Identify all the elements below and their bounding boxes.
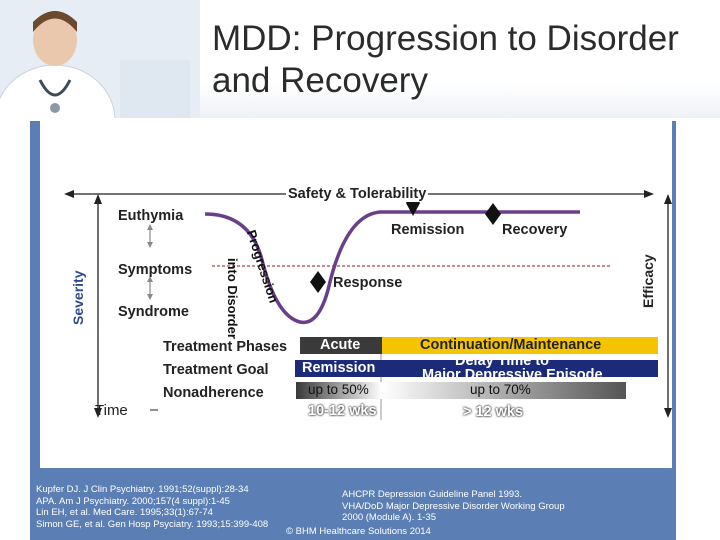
acute-band <box>300 337 382 354</box>
remission-label: Remission <box>391 222 465 238</box>
goal-remission-band <box>295 360 381 377</box>
continuation-label: Continuation/Maintenance <box>420 337 602 353</box>
reference-item: VHA/DoD Major Depressive Disorder Workin… <box>342 500 565 512</box>
syndrome-label: Syndrome <box>118 304 189 320</box>
nonadherence-cont-value: up to 70% <box>470 382 531 397</box>
safety-tolerability-label: Safety & Tolerability <box>286 186 429 202</box>
efficacy-label: Efficacy <box>640 254 656 308</box>
time-label: Time <box>95 402 128 419</box>
reference-item: Simon GE, et al. Gen Hosp Psyciatry. 199… <box>36 518 269 530</box>
reference-item: 2000 (Module A). 1-35 <box>342 512 437 523</box>
reference-item: AHCPR Depression Guideline Panel 1993. <box>342 489 523 500</box>
copyright: © BHM Healthcare Solutions 2014 <box>286 526 431 537</box>
references-left: Kupfer DJ. J Clin Psychiatry. 1991;52(su… <box>36 484 268 530</box>
duration-cont: > 12 wks <box>463 404 524 420</box>
treatment-goal-label: Treatment Goal <box>163 362 269 378</box>
duration-acute: 10-12 wks <box>308 403 377 419</box>
goal-remission-label: Remission <box>302 360 376 376</box>
diagram-canvas <box>40 120 672 468</box>
title-line-2: and Recovery <box>212 61 428 100</box>
severity-label: Severity <box>70 270 86 325</box>
recovery-diamond <box>485 203 501 225</box>
goal-delay-line-1: Delay Time to <box>455 353 550 369</box>
course-curve <box>204 210 580 325</box>
title-line-1: MDD: Progression to Disorder <box>212 19 679 58</box>
goal-delay-band <box>381 360 658 377</box>
response-diamond <box>310 271 326 293</box>
header: MDD: Progression to Disorder and Recover… <box>0 0 720 118</box>
recovery-label: Recovery <box>502 222 568 238</box>
symptoms-label: Symptoms <box>118 262 193 278</box>
nonadherence-cont-band <box>382 382 626 399</box>
continuation-band <box>382 337 658 354</box>
acute-label: Acute <box>320 337 361 353</box>
nonadherence-label: Nonadherence <box>163 385 264 401</box>
nonadherence-acute-band <box>296 382 382 399</box>
reference-item: APA. Am J Psychiatry. 2000;157(4 suppl):… <box>36 495 230 507</box>
into-disorder-label: into Disorder <box>225 258 240 339</box>
reference-item: Kupfer DJ. J Clin Psychiatry. 1991;52(su… <box>36 484 249 495</box>
euthymia-label: Euthymia <box>118 208 184 224</box>
references-right: AHCPR Depression Guideline Panel 1993. V… <box>342 489 565 524</box>
efficacy-arrow-top-head <box>664 194 672 204</box>
treatment-phases-label: Treatment Phases <box>163 339 288 355</box>
top-arrow-right-head <box>644 190 654 198</box>
severity-arrow-top-head <box>94 194 102 204</box>
page-title: MDD: Progression to Disorder and Recover… <box>212 18 679 102</box>
response-label: Response <box>333 275 403 291</box>
reference-item: Lin EH, et al. Med Care. 1995;33(1):67-7… <box>36 507 213 518</box>
top-arrow-left-head <box>64 190 74 198</box>
efficacy-arrow-bottom-head <box>664 408 672 418</box>
doctor-photo <box>0 0 200 118</box>
severity-arrow-bottom-head <box>94 408 102 418</box>
nonadherence-acute-value: up to 50% <box>308 382 369 397</box>
goal-delay-line-2: Major Depressive Episode <box>422 367 603 383</box>
